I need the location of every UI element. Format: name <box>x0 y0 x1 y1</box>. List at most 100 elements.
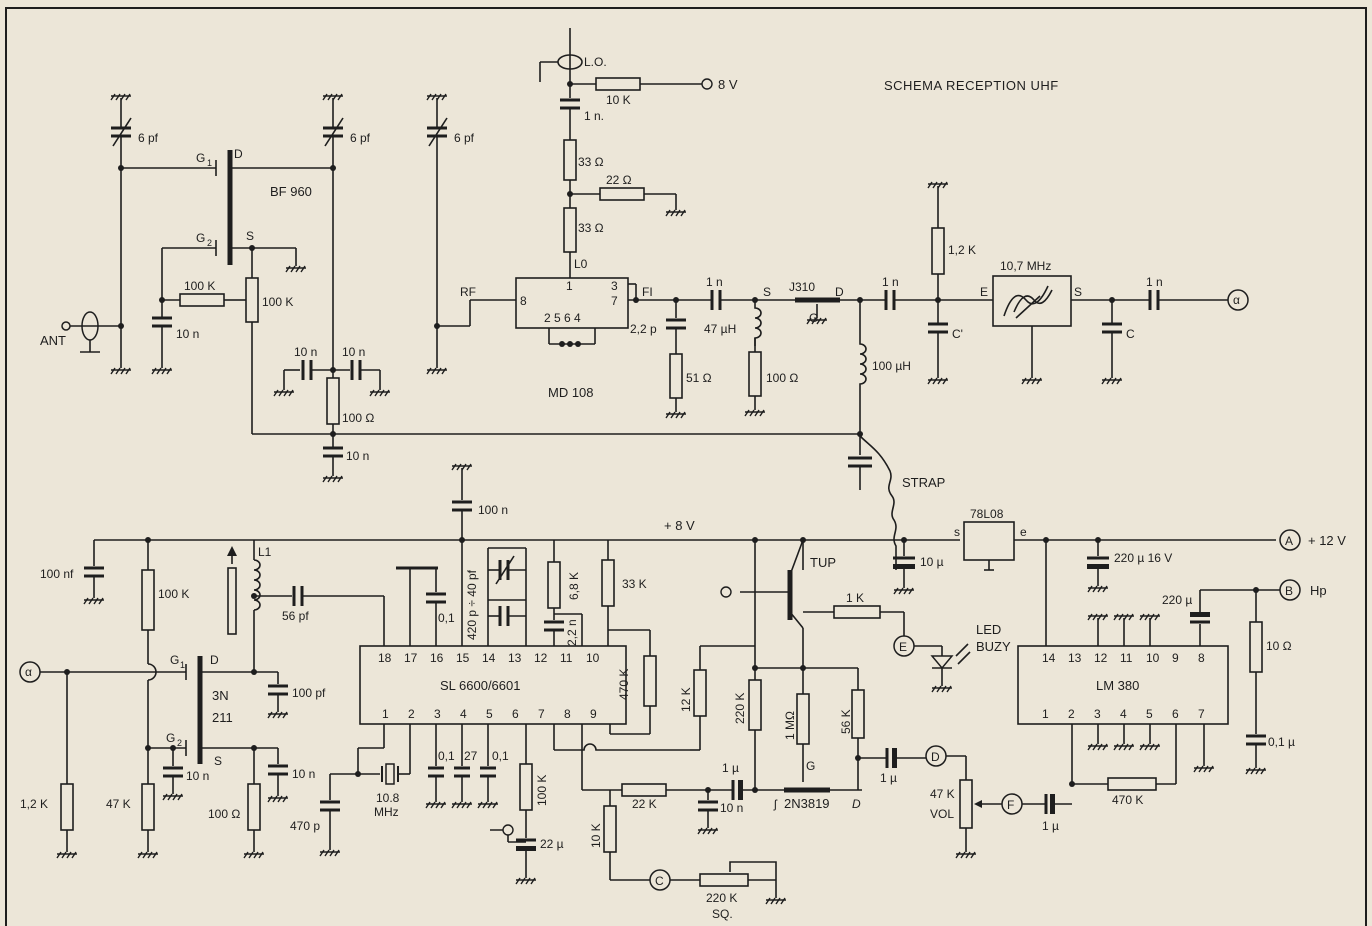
buzy-label: BUZY <box>976 639 1011 654</box>
c-27: 27 <box>464 749 478 763</box>
c-01-a: 0,1 <box>438 749 455 763</box>
c-prime: C' <box>952 327 963 341</box>
pin-number: 2 <box>408 707 415 721</box>
pin-number: 8 <box>564 707 571 721</box>
r-33-b: 33 Ω <box>578 221 604 235</box>
pin-number: 11 <box>1120 651 1133 665</box>
r-22: 22 Ω <box>606 173 632 187</box>
jfet-label: 2N3819 <box>784 796 830 811</box>
r-47k: 47 K <box>106 797 131 811</box>
node-f: F <box>1007 798 1014 812</box>
node-b: B <box>1285 584 1293 598</box>
md-pin-1: 1 <box>566 279 573 293</box>
r-33k: 33 K <box>622 577 647 591</box>
r-68k: 6,8 K <box>567 572 581 600</box>
v8-rail: + 8 V <box>664 518 695 533</box>
pin-number: 18 <box>378 651 392 665</box>
j310-s: S <box>763 285 771 299</box>
reg-s: s <box>954 525 960 539</box>
hp-label: Hp <box>1310 583 1327 598</box>
fi-label: FI <box>642 285 653 299</box>
pin-number: 13 <box>1068 651 1082 665</box>
c-10n-c: 10 n <box>342 345 365 359</box>
pin-number: 1 <box>1042 707 1049 721</box>
r-470k-b: 470 K <box>1112 793 1143 807</box>
c-10u: 10 µ <box>920 555 944 569</box>
pin-number: 4 <box>460 707 467 721</box>
c-1u-b: 1 µ <box>880 771 897 785</box>
c-6pf-2: 6 pf <box>350 131 371 145</box>
r-100k-a: 100 K <box>184 279 215 293</box>
frame <box>5 7 1367 926</box>
rf-frontend: 6 pf 6 pf 6 pf G 1 D BF 960 G 2 S <box>40 93 862 483</box>
pin-number: 13 <box>508 651 522 665</box>
r-12k-c: 12 K <box>679 687 693 712</box>
ic1-bottom-caps: 0,1 27 0,1 <box>425 724 509 809</box>
pin-number: 4 <box>1120 707 1127 721</box>
r-100ohm-c: 100 Ω <box>208 807 240 821</box>
ic1-label: SL 6600/6601 <box>440 678 520 693</box>
tr-g2-sub: 2 <box>177 738 182 748</box>
r-100ohm: 100 Ω <box>342 411 374 425</box>
pin-number: 14 <box>1042 651 1056 665</box>
c-100pf: 100 pf <box>292 686 326 700</box>
filter-s: S <box>1074 285 1082 299</box>
tr-name-b: 211 <box>212 710 233 725</box>
v8-top-label: 8 V <box>718 77 738 92</box>
filter-freq: 10,7 MHz <box>1000 259 1051 273</box>
md108-label: MD 108 <box>548 385 594 400</box>
ant-label: ANT <box>40 333 66 348</box>
vol-label: VOL <box>930 807 954 821</box>
pin-number: 3 <box>1094 707 1101 721</box>
r-22k: 22 K <box>632 797 657 811</box>
audio-squelch: TUP 1 K E LED BUZY 12 K 220 K 1 MΩ G 2N3… <box>679 539 1072 859</box>
bf960-label: BF 960 <box>270 184 312 199</box>
c-10n-a: 10 n <box>176 327 199 341</box>
pin-number: 6 <box>512 707 519 721</box>
l-47uh: 47 µH <box>704 322 736 336</box>
pin-number: 10 <box>586 651 600 665</box>
r-33-a: 33 Ω <box>578 155 604 169</box>
schematic-title: SCHEMA RECEPTION UHF <box>884 78 1059 93</box>
xtal-unit: MHz <box>374 805 399 819</box>
led-label: LED <box>976 622 1001 637</box>
c-1n-c: 1 n <box>1146 275 1163 289</box>
lo-pin-label: L0 <box>574 257 588 271</box>
lo-label: L.O. <box>584 55 607 69</box>
c-22n: 2,2 n <box>565 619 579 646</box>
c-22p: 2,2 p <box>630 322 657 336</box>
tr-g1-sub: 1 <box>180 660 185 670</box>
c-01-b: 0,1 <box>492 749 509 763</box>
pin-number: 12 <box>1094 651 1108 665</box>
j310-g: G <box>809 311 818 325</box>
c-10n-g: 10 n <box>720 801 743 815</box>
pot-220k: 220 K <box>706 891 737 905</box>
c-1n-a: 1 n <box>706 275 723 289</box>
pin-number: 14 <box>482 651 496 665</box>
r-56k: 56 K <box>839 709 853 734</box>
c-1u-c: 1 µ <box>1042 819 1059 833</box>
c-220u: 220 µ 16 V <box>1114 551 1172 565</box>
bf960-s: S <box>246 229 254 243</box>
pin-number: 9 <box>1172 651 1179 665</box>
r-12k: 1,2 K <box>948 243 976 257</box>
c-1n-b: 1 n <box>882 275 899 289</box>
jfet-mark: ʃ <box>773 797 778 811</box>
node-a: A <box>1285 534 1293 548</box>
pin-number: 7 <box>538 707 545 721</box>
tr-g2: G <box>166 731 175 745</box>
reg-e: e <box>1020 525 1027 539</box>
c-1n-top: 1 n. <box>584 109 604 123</box>
r-100k-c: 100 K <box>535 775 549 806</box>
r-100k-pot: 100 K <box>262 295 293 309</box>
strap-label: STRAP <box>902 475 945 490</box>
vol-value: 47 K <box>930 787 955 801</box>
r-10k-top: 10 K <box>606 93 631 107</box>
pin-number: 12 <box>534 651 548 665</box>
tr-s: S <box>214 754 222 768</box>
r-10k-b: 10 K <box>589 823 603 848</box>
bf960-g1-sub: 1 <box>207 158 212 168</box>
tr-d: D <box>210 653 219 667</box>
